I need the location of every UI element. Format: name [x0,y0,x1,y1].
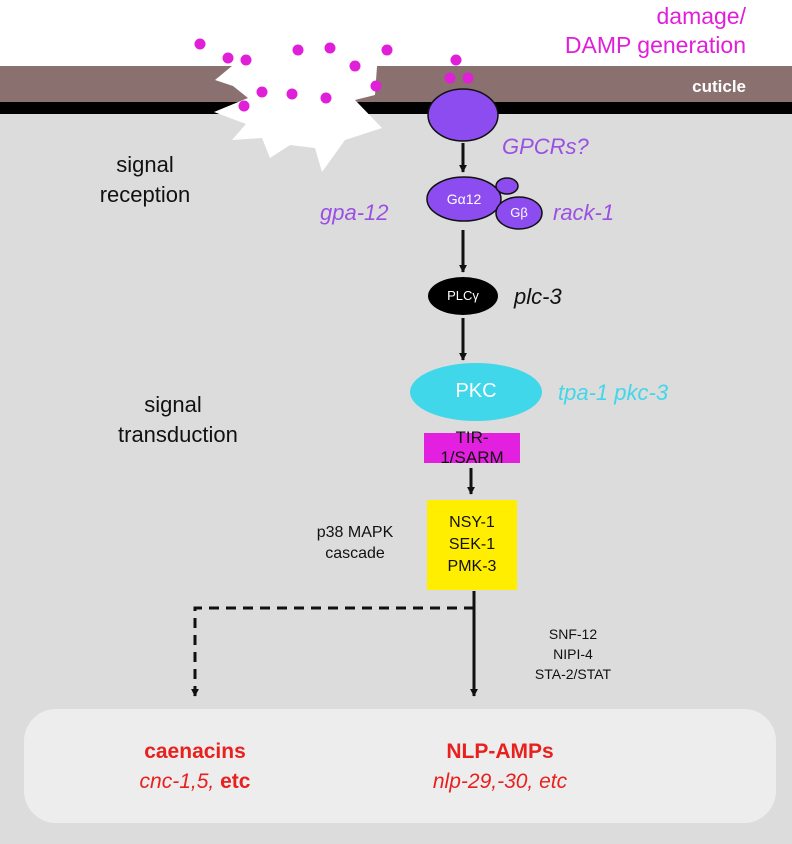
plc-node [428,277,498,315]
caenacins-title: caenacins [144,740,246,763]
damp-dots [194,38,474,112]
gpcr-receptor [427,88,499,142]
tf-snf-12: SNF-12 [548,626,598,642]
signal-transduction-label: signal transduction [118,392,238,447]
cascade-pmk-3: PMK-3 [447,558,497,575]
epidermis-line [0,102,792,114]
tf-sta-2: STA-2/STAT [534,666,612,682]
plc-3-label: plc-3 [514,284,562,309]
damp-generation-label: DAMP generation [564,32,746,58]
gbeta-node-small [495,177,519,195]
cuticle-label: cuticle [692,77,746,96]
plc-label: PLCγ [447,288,479,303]
cascade-sek-1: SEK-1 [448,536,496,553]
signal-reception-label: signal reception [99,152,191,207]
damage-label: damage/ [656,3,746,29]
wound-hole [205,38,382,172]
mapk-cascade-box: NSY-1 SEK-1 PMK-3 [427,500,517,590]
nlp-amps-title: NLP-AMPs [446,740,554,763]
transcription-factors: SNF-12 NIPI-4 STA-2/STAT [518,624,628,684]
p38-mapk-cascade-label: p38 MAPK cascade [316,524,394,562]
gbeta-label: Gβ [510,205,528,220]
tir-sarm-box: TIR-1/SARM [424,428,520,467]
gpcr-gene-label: GPCRs? [502,134,589,159]
cuticle-layer [0,66,792,102]
nlp-genes: nlp-29,-30, etc [432,770,568,793]
output-region [24,709,776,823]
arrow-cascade-to-caenacins [191,606,474,697]
caenacins-genes: cnc-1,5, etc [139,770,251,793]
galpha-node [426,176,502,222]
cascade-nsy-1: NSY-1 [449,514,495,531]
galpha-label: Gα12 [446,191,482,207]
pathway-arrows [191,143,478,697]
gbeta-node [495,196,543,230]
rack-1-label: rack-1 [553,200,615,225]
pkc-genes-label: tpa-1 pkc-3 [558,380,669,405]
tf-nipi-4: NIPI-4 [553,646,593,662]
pkc-node [410,363,542,421]
gpa-12-label: gpa-12 [320,200,389,225]
pkc-label: PKC [455,380,497,402]
